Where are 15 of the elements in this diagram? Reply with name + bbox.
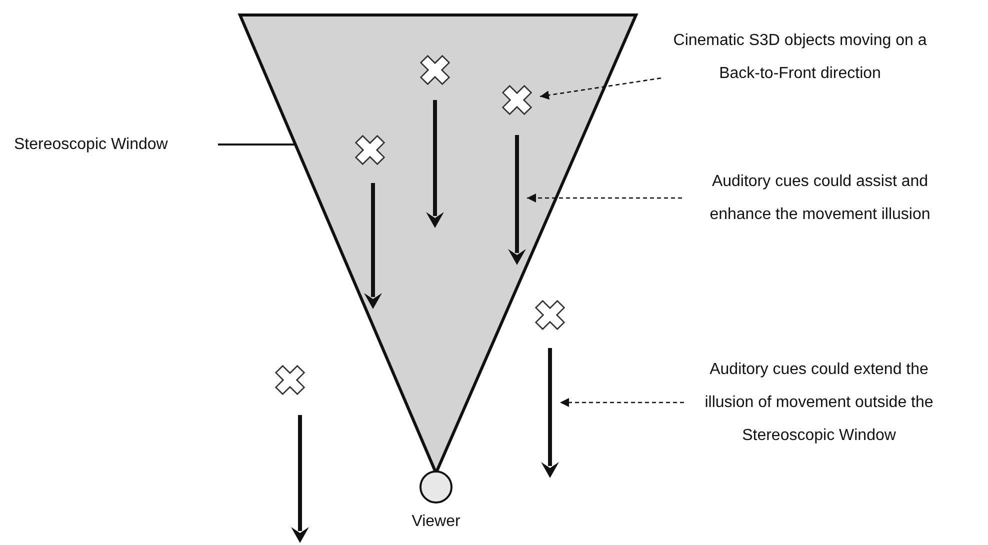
motion-arrow (363, 183, 383, 309)
motion-arrow (507, 135, 527, 265)
viewer-circle (419, 470, 453, 504)
callout-text: Auditory cues could extend the illusion of movement outside the Stereoscopic Window (688, 353, 950, 452)
callout-text: Cinematic S3D objects moving on a Back-to-Front direction (665, 24, 935, 90)
callout-text: Auditory cues could assist and enhance the movement illusion (686, 165, 954, 231)
motion-arrow (425, 100, 445, 228)
dashed-arrow (540, 77, 662, 100)
motion-arrow (540, 348, 560, 478)
callout-text: Stereoscopic Window (14, 128, 214, 161)
dashed-arrow (560, 398, 684, 407)
viewer-label: Viewer (410, 512, 462, 532)
motion-arrow (290, 415, 310, 543)
leader-line (218, 144, 296, 146)
dashed-arrow (527, 194, 682, 202)
